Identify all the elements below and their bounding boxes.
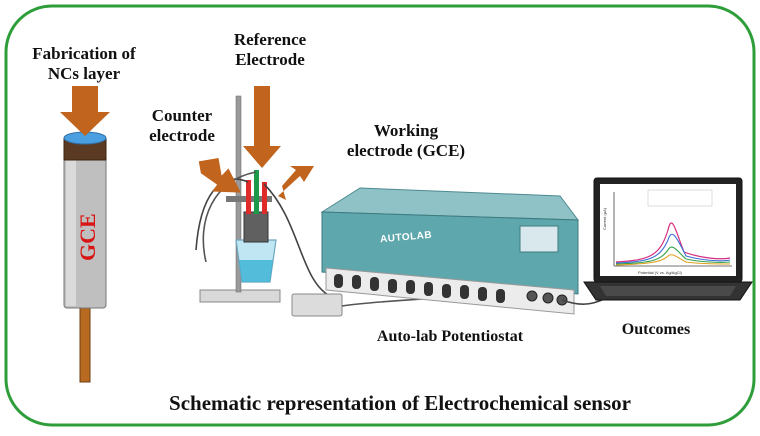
plot-curve-1 [615, 222, 731, 263]
ventilation-slots [334, 274, 505, 303]
beaker-solution [239, 260, 273, 282]
plot-curve-2 [615, 233, 731, 264]
bnc-port-1 [526, 290, 538, 302]
stand-rod [235, 95, 242, 293]
fabrication-arrow [60, 86, 110, 136]
plot-ylabel: Current (µA) [602, 207, 607, 230]
outcomes-label: Outcomes [621, 321, 691, 338]
working-arrow [278, 166, 314, 200]
gce-electrode [60, 86, 110, 383]
plot-curve-3 [615, 246, 731, 265]
laptop: Current (µA) Potential (V vs. Ag/AgCl) [583, 177, 753, 301]
diagram-title: Schematic representation of Electrochemi… [169, 391, 631, 415]
electrode-highlight [66, 160, 76, 306]
counter-arrow [198, 157, 241, 193]
counter-electrode-label: Counter electrode [149, 106, 215, 145]
fabrication-label: Fabrication of NCs layer [32, 44, 136, 83]
working-electrode-label: Working electrode (GCE) [346, 121, 466, 160]
plot-curve-4 [615, 254, 731, 266]
gce-label: GCE [75, 213, 100, 261]
electrochemical-cell [195, 95, 331, 303]
instrument-display [519, 225, 559, 253]
outer-frame [4, 4, 756, 427]
electrode-rod [79, 305, 91, 383]
reference-electrode-label: Reference Electrode [233, 30, 307, 69]
plot-legend-box [647, 189, 713, 207]
reference-arrow [243, 86, 281, 168]
cell-cable-3 [263, 183, 331, 297]
laptop-keys [600, 286, 736, 296]
counter-electrode-wire [246, 180, 251, 214]
plot-xlabel: Potential (V vs. Ag/AgCl) [638, 270, 682, 275]
cell-cap [243, 211, 269, 243]
reference-electrode-wire [254, 170, 259, 214]
autolab-potentiostat [320, 187, 580, 315]
cell-cable-2 [202, 171, 257, 263]
working-electrode-wire [262, 182, 267, 214]
potentiostat-label: Auto-lab Potentiostat [376, 328, 524, 345]
bnc-port-2 [542, 292, 554, 304]
connector-box [291, 293, 343, 317]
